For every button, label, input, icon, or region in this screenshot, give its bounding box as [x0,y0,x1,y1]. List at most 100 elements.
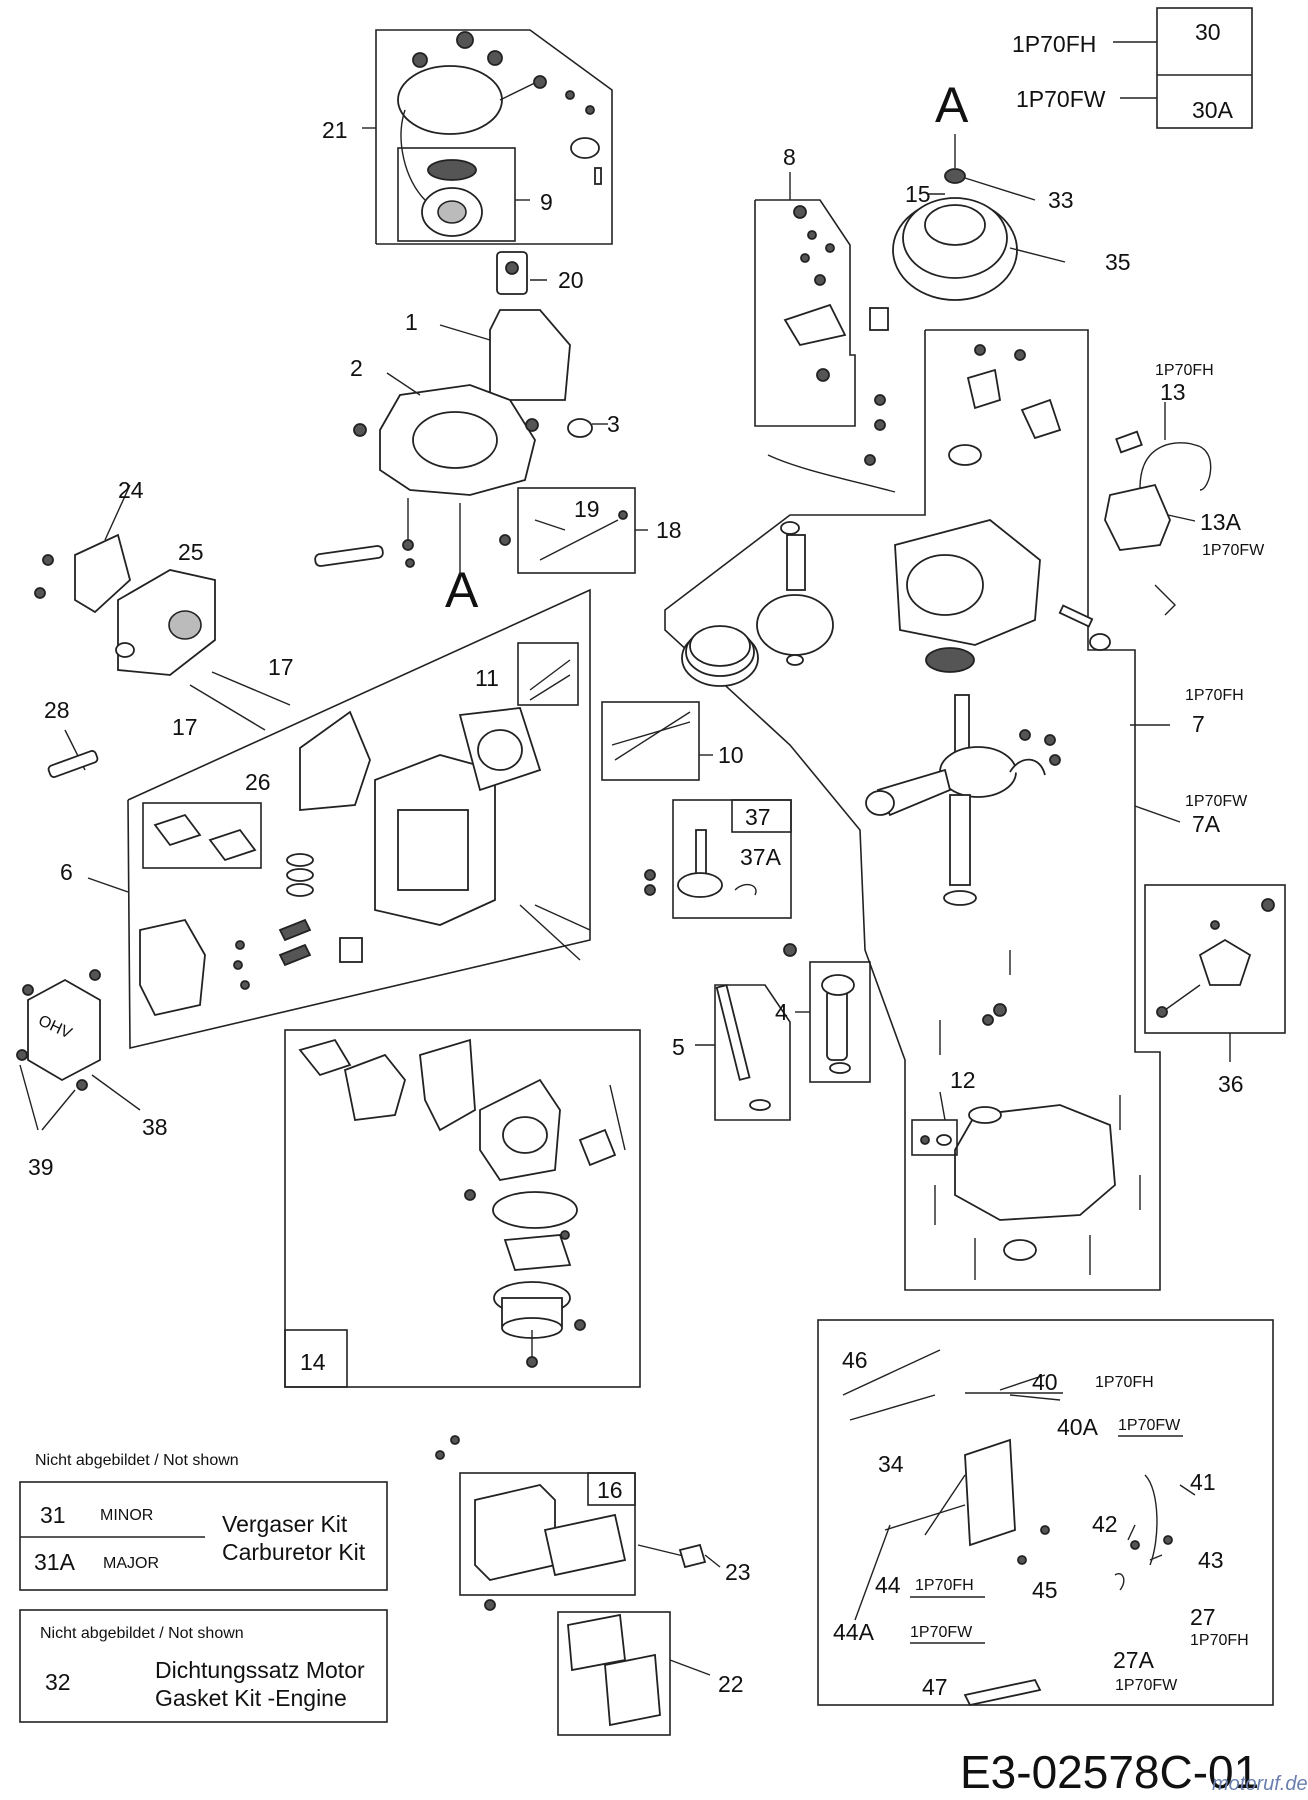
note-44a: 1P70FW [910,1624,973,1641]
callout-1: 1 [405,309,418,335]
callout-17a: 17 [268,654,294,680]
variant-ref-2: 30A [1192,97,1234,123]
cylinder-block-group [664,329,1181,1291]
note-13: 1P70FH [1155,362,1214,379]
callout-43: 43 [1198,1547,1224,1573]
callout-26: 26 [245,769,271,795]
kit-table-heading: Nicht abgebildet / Not shown [35,1452,239,1469]
gasket-desc-line1: Dichtungssatz Motor [155,1657,365,1683]
flywheel-group [892,134,1066,301]
callout-7: 7 [1192,711,1205,737]
callout-24: 24 [118,477,144,503]
gasket-desc-line2: Gasket Kit -Engine [155,1685,347,1711]
callout-22: 22 [718,1671,744,1697]
callout-18: 18 [656,517,682,543]
callout-12: 12 [950,1067,976,1093]
piston-group [681,521,834,687]
ignition-coil-group [1104,402,1212,616]
note-40: 1P70FH [1095,1374,1154,1391]
variant-table: 1P70FH 30 1P70FW 30A [1012,7,1253,129]
callout-36: 36 [1218,1071,1244,1097]
kit-desc-line2: Carburetor Kit [222,1539,366,1565]
ignition-group [754,172,896,493]
callout-40a: 40A [1057,1414,1099,1440]
crankshaft-group [865,694,1061,906]
callout-34: 34 [878,1451,904,1477]
callout-4: 4 [775,999,788,1025]
kit-row-1-num: 31 [40,1502,66,1528]
part-callouts: 1 2 3 4 5 6 7 7A 8 9 10 11 12 13 13A 14 … [28,117,1244,1700]
note-44: 1P70FH [915,1577,974,1594]
callout-11: 11 [475,665,499,691]
callout-21: 21 [322,117,348,143]
callout-37: 37 [745,804,771,830]
callout-2: 2 [350,355,363,381]
callout-45: 45 [1032,1577,1058,1603]
callout-28: 28 [44,697,70,723]
callout-20: 20 [558,267,584,293]
linkage-group [817,1319,1274,1707]
recoil-starter-group [362,29,613,245]
kit-table: Nicht abgebildet / Not shown 31 MINOR 31… [19,1452,388,1591]
note-40a: 1P70FW [1118,1417,1181,1434]
callout-16: 16 [597,1477,623,1503]
callout-27a: 27A [1113,1647,1155,1673]
callout-6: 6 [60,859,73,885]
kit-row-1-grade: MINOR [100,1507,153,1524]
callout-10: 10 [718,742,744,768]
callout-23: 23 [725,1559,751,1585]
document-code: E3-02578C-01 [960,1746,1259,1798]
callout-40: 40 [1032,1369,1058,1395]
callout-33: 33 [1048,187,1074,213]
variant-ref-1: 30 [1195,19,1221,45]
pushrod-group [601,701,713,781]
crankcase-cover-group [911,950,1141,1280]
governor-group [1144,884,1286,1062]
muffler-group [34,484,291,778]
section-marker-a-left: A [445,562,479,618]
valve-cover-group: OHV [16,969,141,1131]
callout-47: 47 [922,1674,948,1700]
callout-13a: 13A [1200,509,1242,535]
callout-8: 8 [783,144,796,170]
callout-44: 44 [875,1572,901,1598]
callout-19: 19 [574,496,600,522]
callout-3: 3 [607,411,620,437]
gasket-table: Nicht abgebildet / Not shown 32 Dichtung… [19,1609,388,1723]
callout-9: 9 [540,189,553,215]
callout-44a: 44A [833,1619,875,1645]
oil-fill-group [695,943,871,1121]
governor-gear-group [644,799,792,919]
note-27: 1P70FH [1190,1632,1249,1649]
variant-model-1: 1P70FH [1012,31,1096,57]
variant-model-2: 1P70FW [1016,86,1106,112]
model-notes: 1P70FH 1P70FW 1P70FH 1P70FW 1P70FH 1P70F… [910,362,1265,1694]
watermark: motoruf.de [1212,1773,1308,1795]
callout-27: 27 [1190,1604,1216,1630]
cylinder-head-group [87,588,591,1050]
callout-35: 35 [1105,249,1131,275]
gasket-table-heading: Nicht abgebildet / Not shown [40,1625,244,1642]
callout-37a: 37A [740,844,782,870]
kit-row-2-grade: MAJOR [103,1555,159,1572]
callout-14: 14 [300,1349,326,1375]
callout-25: 25 [178,539,204,565]
note-27a: 1P70FW [1115,1677,1178,1694]
callout-17b: 17 [172,714,198,740]
callout-41: 41 [1190,1469,1216,1495]
air-filter-group [435,1435,721,1736]
callout-7a: 7A [1192,811,1221,837]
gasket-num: 32 [45,1669,71,1695]
cam-shaft-group [499,487,648,574]
callout-5: 5 [672,1034,685,1060]
carburetor-group [284,1029,641,1388]
callout-38: 38 [142,1114,168,1140]
note-7: 1P70FH [1185,687,1244,704]
callout-13: 13 [1160,379,1186,405]
callout-15: 15 [905,181,931,207]
callout-46: 46 [842,1347,868,1373]
blower-housing-group [314,251,608,575]
note-7a: 1P70FW [1185,793,1248,810]
callout-39: 39 [28,1154,54,1180]
